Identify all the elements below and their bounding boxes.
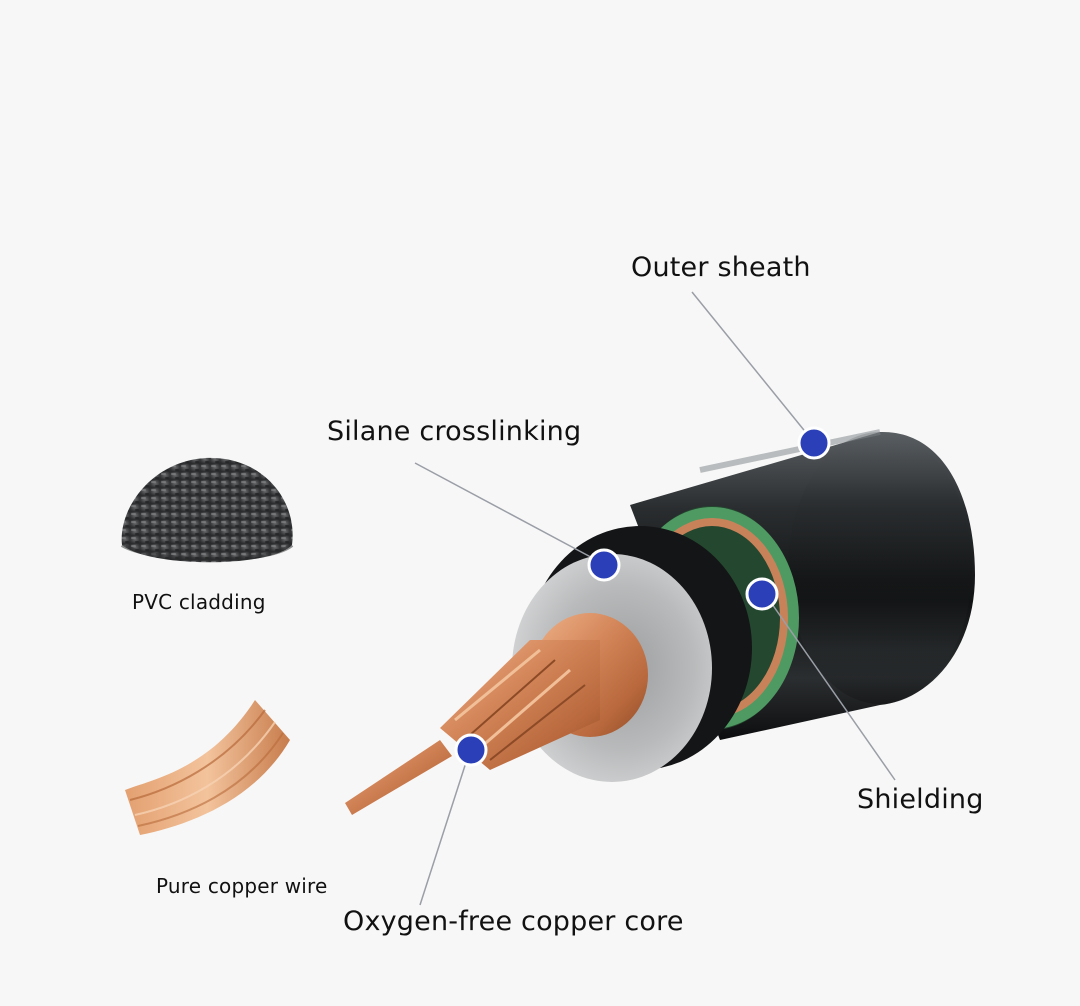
label-shielding: Shielding xyxy=(857,784,984,815)
cable-copper-conductor xyxy=(345,613,648,815)
marker-outer-sheath xyxy=(797,426,831,460)
label-pvc-cladding: PVC cladding xyxy=(132,590,266,614)
label-oxygen-free-copper-core: Oxygen-free copper core xyxy=(343,906,684,937)
copper-wire-bundle-image xyxy=(125,700,290,835)
label-outer-sheath: Outer sheath xyxy=(631,252,811,283)
leader-line-silane xyxy=(414,462,601,563)
label-pure-copper-wire: Pure copper wire xyxy=(156,874,328,898)
pvc-granules-image xyxy=(120,457,294,563)
leader-line-outer-sheath xyxy=(691,291,813,441)
marker-silane xyxy=(587,548,621,582)
leader-line-shielding xyxy=(764,593,896,781)
leader-line-core xyxy=(419,749,471,906)
label-silane-crosslinking: Silane crosslinking xyxy=(327,416,582,447)
marker-copper-core xyxy=(454,733,488,767)
markers xyxy=(454,426,831,767)
marker-shielding xyxy=(745,577,779,611)
leader-lines xyxy=(414,291,896,906)
